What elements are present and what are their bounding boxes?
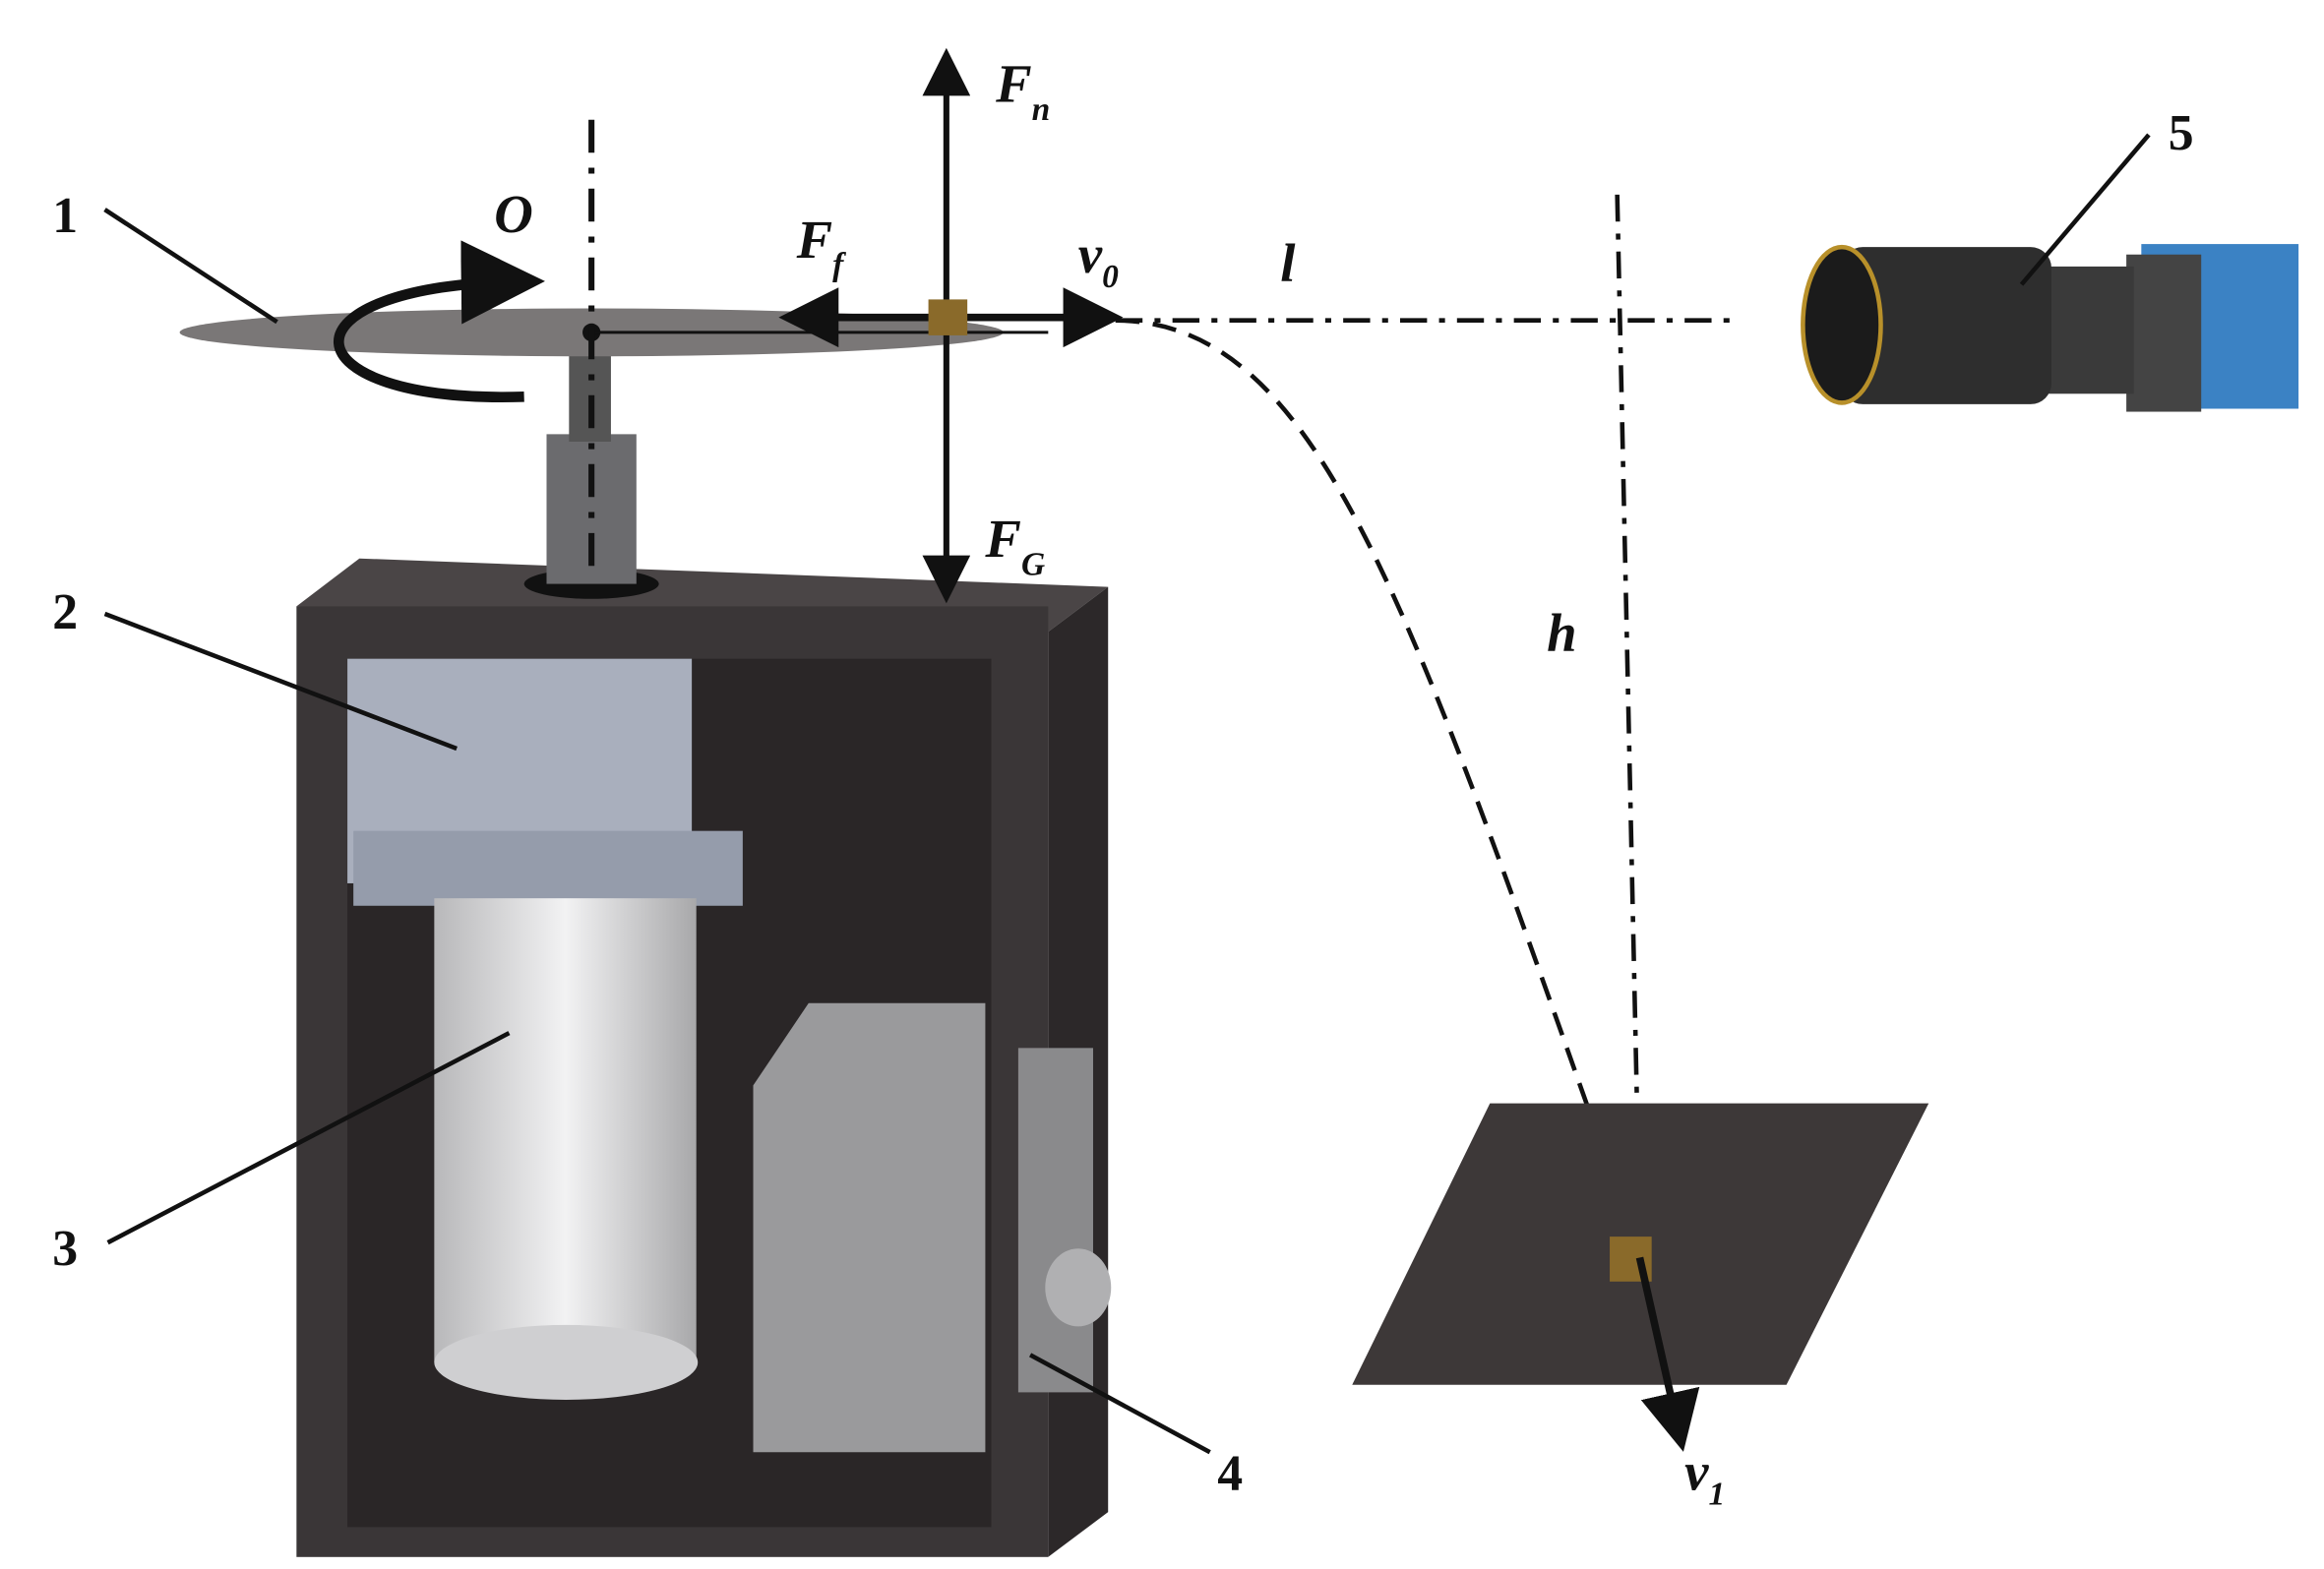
l-label: l [1280, 233, 1296, 293]
controller [753, 1002, 1112, 1453]
v0-sub: 0 [1102, 259, 1119, 295]
v1-sub: 1 [1708, 1477, 1725, 1513]
motor [434, 898, 699, 1401]
camera [1801, 244, 2299, 412]
fg-sub: G [1021, 546, 1045, 582]
particle [928, 299, 968, 335]
fn-sub: n [1032, 91, 1051, 128]
label-5-camera: 5 [2169, 105, 2194, 161]
vertical-reference [1615, 194, 1642, 1229]
label-4-controller: 4 [1217, 1445, 1243, 1501]
h-label: h [1547, 603, 1576, 663]
trajectory [1115, 318, 1625, 1199]
v1-label: v1 [1684, 1441, 1725, 1512]
fg-main: F [984, 509, 1021, 569]
final-velocity-arrow [1635, 1256, 1700, 1452]
label-2-bracket: 2 [52, 584, 78, 640]
rotation-arrow [334, 240, 545, 402]
ff-sub: f [832, 247, 846, 283]
ff-main: F [796, 210, 833, 270]
origin-label: O [494, 184, 533, 244]
ff-label: Ff [796, 210, 847, 283]
v0-main: v [1078, 224, 1103, 284]
fn-label: Fn [995, 54, 1050, 128]
label-3-motor: 3 [52, 1221, 78, 1277]
v1-main: v [1684, 1441, 1709, 1501]
fg-label: FG [984, 509, 1045, 582]
fn-main: F [995, 54, 1032, 114]
motor-bracket [347, 658, 743, 906]
label-1-disc: 1 [52, 188, 78, 244]
v0-label: v0 [1078, 224, 1119, 295]
leader-lines [103, 133, 2151, 1455]
